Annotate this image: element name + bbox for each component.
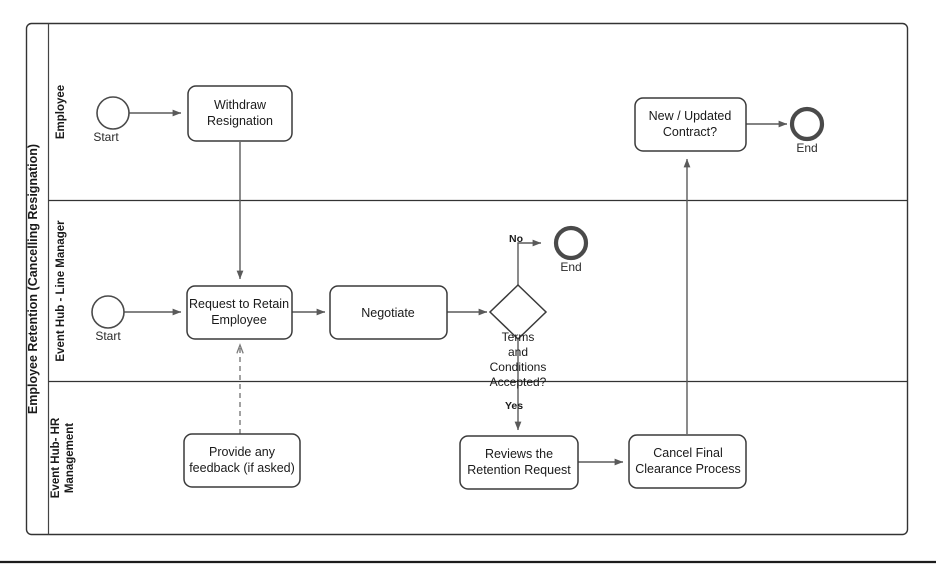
lane-label-hr-management: Event Hub- HR — [50, 417, 62, 498]
start-event-circle[interactable] — [96, 96, 130, 130]
gateway-label-line3: Conditions — [490, 360, 547, 374]
node-start-line-manager[interactable]: Start — [91, 295, 125, 343]
task-label-line2: Contract? — [663, 125, 717, 139]
gateway-diamond[interactable] — [488, 283, 548, 341]
task-label-line2: Resignation — [207, 114, 273, 128]
node-withdraw-resignation[interactable]: Withdraw Resignation — [187, 85, 293, 142]
end-event-label: End — [796, 141, 817, 155]
task-label-line1: Reviews the — [485, 447, 553, 461]
task-label-line1: Cancel Final — [653, 446, 722, 460]
task-label-line1: Request to Retain — [189, 297, 289, 311]
task-label-line2: Clearance Process — [635, 462, 741, 476]
node-request-to-retain-employee[interactable]: Request to Retain Employee — [186, 285, 293, 340]
task-rect[interactable] — [187, 85, 293, 142]
node-reviews-retention-request[interactable]: Reviews the Retention Request — [459, 435, 579, 490]
end-event-circle[interactable] — [553, 225, 589, 261]
end-event-label: End — [560, 260, 581, 274]
lane-dividers — [48, 199, 908, 383]
flow-label-no: No — [509, 233, 523, 245]
node-gateway-terms-accepted[interactable]: Terms and Conditions Accepted? — [488, 283, 548, 389]
end-event-circle[interactable] — [789, 106, 825, 142]
node-end-line-manager[interactable]: End — [553, 225, 589, 274]
task-rect[interactable] — [459, 435, 579, 490]
flow-label-yes: Yes — [505, 400, 523, 412]
node-negotiate[interactable]: Negotiate — [329, 285, 448, 340]
task-label-line1: Negotiate — [361, 306, 415, 320]
start-event-label: Start — [95, 329, 121, 343]
task-label-line2: Employee — [211, 313, 267, 327]
task-label-line1: New / Updated — [649, 109, 732, 123]
gateway-label-line4: Accepted? — [490, 375, 547, 389]
task-label-line1: Withdraw — [214, 98, 267, 112]
pool-title: Employee Retention (Cancelling Resignati… — [26, 144, 40, 414]
gateway-label-line2: and — [508, 345, 528, 359]
task-rect[interactable] — [329, 285, 448, 340]
flows-lane-employee — [129, 109, 788, 434]
node-new-updated-contract[interactable]: New / Updated Contract? — [634, 97, 747, 152]
lane-label-line-manager: Event Hub - Line Manager — [55, 220, 67, 362]
lane-label-employee: Employee — [55, 85, 67, 139]
start-event-label: Start — [93, 130, 119, 144]
task-label-line2: feedback (if asked) — [189, 461, 295, 475]
gateway-label-line1: Terms — [502, 330, 535, 344]
lane-labels: Employee Event Hub - Line Manager Event … — [50, 85, 76, 498]
node-provide-feedback[interactable]: Provide any feedback (if asked) — [183, 433, 301, 488]
node-start-employee[interactable]: Start — [93, 96, 130, 144]
task-rect[interactable] — [183, 433, 301, 488]
task-label-line2: Retention Request — [467, 463, 571, 477]
task-rect[interactable] — [186, 285, 293, 340]
task-rect[interactable] — [634, 97, 747, 152]
task-rect[interactable] — [628, 434, 747, 489]
node-cancel-final-clearance[interactable]: Cancel Final Clearance Process — [628, 434, 747, 489]
task-label-line1: Provide any — [209, 445, 276, 459]
flows-lane-line-manager — [124, 239, 542, 434]
node-end-employee[interactable]: End — [789, 106, 825, 155]
lane-label-hr-management-line2: Management — [64, 423, 76, 493]
start-event-circle[interactable] — [91, 295, 125, 329]
flow-gateway-no-to-end — [517, 239, 542, 285]
